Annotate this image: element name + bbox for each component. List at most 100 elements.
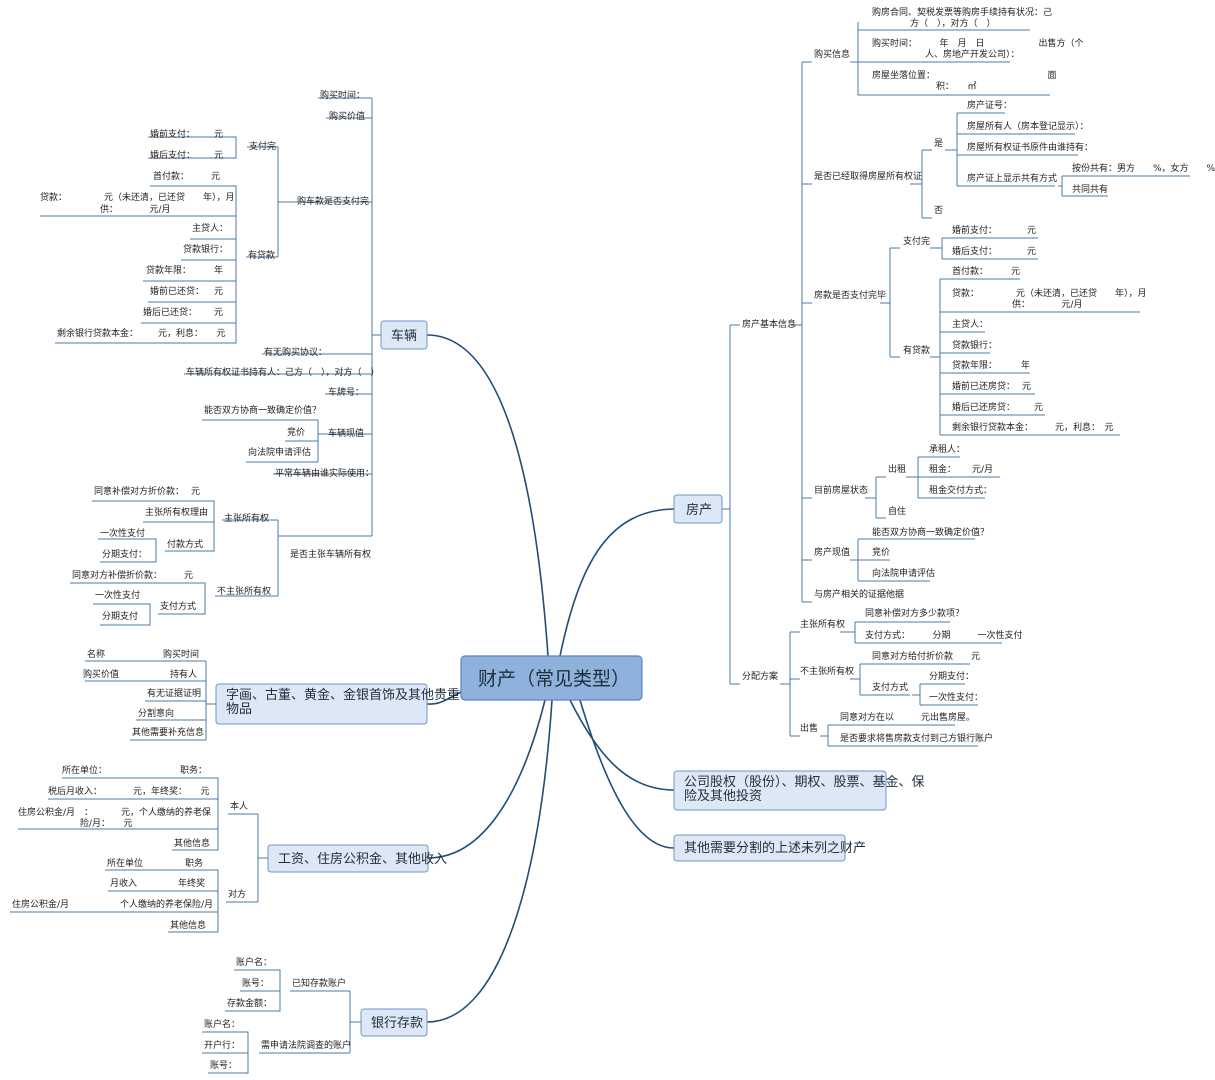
vehicle-purchase-price[interactable]: 购买价值 xyxy=(329,110,365,122)
salary-op-other[interactable]: 其他信息 xyxy=(170,919,206,931)
vehicle-lump-sum-2[interactable]: 一次性支付 xyxy=(95,589,140,601)
salary-position[interactable]: 职务： xyxy=(180,764,207,776)
house-installment[interactable]: 分期支付： xyxy=(929,670,974,682)
bank-known[interactable]: 已知存款账户 xyxy=(292,977,346,989)
house-no-claim[interactable]: 不主张所有权 xyxy=(800,665,854,677)
house-loan-bank[interactable]: 贷款银行： xyxy=(952,339,997,351)
bank-balance[interactable]: 存款金额： xyxy=(227,997,272,1009)
topic-equity[interactable]: 公司股权（股份）、期权、股票、基金、保 险及其他投资 xyxy=(673,770,929,811)
topic-bank[interactable]: 银行存款 xyxy=(360,1008,428,1037)
vehicle-claim-reason[interactable]: 主张所有权理由 xyxy=(145,506,208,518)
topic-house[interactable]: 房产 xyxy=(673,494,723,524)
topic-art[interactable]: 字画、古董、黄金、金银首饰及其他贵重 物品 xyxy=(215,683,464,725)
vehicle-lump-sum[interactable]: 一次性支付 xyxy=(100,527,145,539)
vehicle-no-claim[interactable]: 不主张所有权 xyxy=(217,585,271,597)
house-claim[interactable]: 主张所有权 xyxy=(800,618,845,630)
vehicle-claim-ownership[interactable]: 是否主张车辆所有权 xyxy=(290,548,371,560)
house-postmarital-repaid[interactable]: 婚后已还房贷： xyxy=(952,401,1015,413)
salary-op-bonus[interactable]: 年终奖 xyxy=(178,877,205,889)
art-purchase-time[interactable]: 购买时间 xyxy=(163,648,199,660)
vehicle-pay-method-2[interactable]: 支付方式 xyxy=(160,600,196,612)
vehicle-court-eval[interactable]: 向法院申请评估 xyxy=(248,446,311,458)
vehicle-after-marriage-pay[interactable]: 婚后支付： xyxy=(150,149,195,161)
art-name[interactable]: 名称 xyxy=(87,648,105,660)
house-loan-term[interactable]: 贷款年限： xyxy=(952,359,997,371)
vehicle-purchase-time[interactable]: 购买时间： xyxy=(320,89,365,101)
house-sell-account[interactable]: 是否要求将售房款支付到己方银行账户 xyxy=(840,732,993,744)
salary-op-fund[interactable]: 住房公积金/月 xyxy=(12,898,69,910)
art-extra[interactable]: 其他需要补充信息 xyxy=(132,726,204,738)
vehicle-fully-paid[interactable]: 支付完 xyxy=(249,140,276,152)
house-pay-method-2[interactable]: 支付方式 xyxy=(872,681,908,693)
house-basic-info[interactable]: 房产基本信息 xyxy=(742,318,796,330)
house-sell-price[interactable]: 同意对方在以 元出售房屋。 xyxy=(840,711,975,723)
bank-account-name[interactable]: 账户名： xyxy=(236,956,272,968)
topic-vehicle[interactable]: 车辆 xyxy=(380,320,428,350)
house-yes[interactable]: 是 xyxy=(934,138,943,149)
house-paid-off[interactable]: 房款是否支付完毕 xyxy=(814,289,886,301)
house-status[interactable]: 目前房屋状态 xyxy=(814,484,868,496)
house-compensate-q[interactable]: 同意补偿对方多少款项？ xyxy=(865,607,964,619)
vehicle-pay-method[interactable]: 付款方式 xyxy=(167,538,203,550)
house-premarital-repaid[interactable]: 婚前已还房贷： xyxy=(952,380,1015,392)
house-buy-time[interactable]: 购买时间： 年 月 日 出售方（个 xyxy=(872,37,1084,49)
vehicle-down-payment[interactable]: 首付款： xyxy=(153,170,189,182)
house-division[interactable]: 分配方案 xyxy=(742,670,778,682)
vehicle-claim[interactable]: 主张所有权 xyxy=(224,512,269,524)
vehicle-loan[interactable]: 贷款： xyxy=(40,191,67,203)
house-bid[interactable]: 竞价 xyxy=(872,546,890,558)
vehicle-borrower[interactable]: 主贷人： xyxy=(192,222,228,234)
house-cert-no[interactable]: 房产证号： xyxy=(967,99,1012,111)
house-after-marriage-pay[interactable]: 婚后支付： xyxy=(952,245,997,257)
house-loan[interactable]: 贷款： xyxy=(952,287,979,299)
salary-after-tax[interactable]: 税后月收入： xyxy=(48,785,102,797)
house-rent[interactable]: 租金： xyxy=(929,463,956,475)
house-rent-out[interactable]: 出租 xyxy=(888,463,906,475)
house-current-value[interactable]: 房产现值 xyxy=(814,546,850,558)
vehicle-has-loan[interactable]: 有贷款 xyxy=(248,249,275,261)
house-owner[interactable]: 房屋所有人（房本登记显示）： xyxy=(967,120,1089,132)
salary-op-pension[interactable]: 个人缴纳的养老保险/月 xyxy=(120,898,213,910)
house-rent-pay[interactable]: 租金交付方式： xyxy=(929,484,992,496)
vehicle-premarital-repaid[interactable]: 婚前已还贷： xyxy=(150,285,204,297)
vehicle-installment-2[interactable]: 分期支付 xyxy=(102,610,138,622)
art-purchase-price[interactable]: 购买价值 xyxy=(83,668,119,680)
vehicle-plate[interactable]: 车牌号： xyxy=(328,386,364,398)
bank-account-name-2[interactable]: 账户名： xyxy=(204,1018,240,1030)
vehicle-compensate[interactable]: 同意补偿对方折价款： xyxy=(94,485,184,497)
house-court-eval[interactable]: 向法院申请评估 xyxy=(872,567,935,579)
house-no[interactable]: 否 xyxy=(934,205,943,216)
vehicle-agreement[interactable]: 有无购买协议： xyxy=(264,346,327,358)
vehicle-cert-holder[interactable]: 车辆所有权证书持有人：己方（ ），对方（ ） xyxy=(186,366,380,378)
topic-salary[interactable]: 工资、住房公积金、其他收入 xyxy=(267,844,447,873)
house-down-payment[interactable]: 首付款： xyxy=(952,265,988,277)
vehicle-bid[interactable]: 竞价 xyxy=(287,426,305,438)
house-has-loan[interactable]: 有贷款 xyxy=(903,344,930,356)
salary-employer[interactable]: 所在单位： xyxy=(62,764,107,776)
vehicle-daily-user[interactable]: 平常车辆由谁实际使用： xyxy=(275,467,374,479)
house-has-cert[interactable]: 是否已经取得房屋所有权证 xyxy=(814,170,922,182)
vehicle-receive-comp[interactable]: 同意对方补偿折价款： xyxy=(72,569,162,581)
vehicle-before-marriage-pay[interactable]: 婚前支付： xyxy=(150,128,195,140)
vehicle-current-value[interactable]: 车辆现值 xyxy=(328,427,364,439)
house-joint[interactable]: 共同共有 xyxy=(1072,183,1108,195)
vehicle-loan-term[interactable]: 贷款年限： xyxy=(146,264,191,276)
house-pay-method[interactable]: 支付方式： 分期 一次性支付 xyxy=(865,629,1023,641)
vehicle-remaining[interactable]: 剩余银行贷款本金： xyxy=(57,327,138,339)
art-holder[interactable]: 持有人 xyxy=(170,668,197,680)
house-evidence[interactable]: 与房产相关的证据他据 xyxy=(814,588,904,600)
house-lump-sum[interactable]: 一次性支付： xyxy=(929,691,983,703)
house-remaining[interactable]: 剩余银行贷款本金： xyxy=(952,421,1033,433)
house-agree-value[interactable]: 能否双方协商一致确定价值？ xyxy=(872,526,989,538)
house-tenant[interactable]: 承租人： xyxy=(929,444,965,455)
house-borrower[interactable]: 主贷人： xyxy=(952,318,988,330)
salary-op-position[interactable]: 职务 xyxy=(185,857,203,869)
salary-op-monthly[interactable]: 月收入 xyxy=(110,877,137,889)
art-proof[interactable]: 有无证据证明 xyxy=(147,687,201,699)
bank-opening-bank[interactable]: 开户行： xyxy=(204,1039,240,1051)
vehicle-installment[interactable]: 分期支付： xyxy=(102,548,147,560)
art-intent[interactable]: 分割意向 xyxy=(138,707,174,719)
bank-court-query[interactable]: 需申请法院调查的账户 xyxy=(261,1039,351,1051)
house-before-marriage-pay[interactable]: 婚前支付： xyxy=(952,224,997,236)
vehicle-postmarital-repaid[interactable]: 婚后已还贷： xyxy=(143,306,197,318)
